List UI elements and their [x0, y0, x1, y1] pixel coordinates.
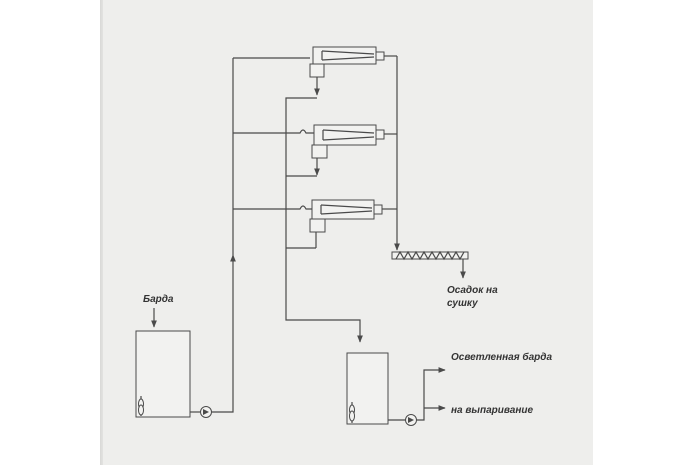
feed-branch-2 — [233, 129, 314, 134]
feed-tank — [135, 330, 191, 418]
sediment-label-line1: Осадок на — [447, 285, 498, 296]
clarified-output-line — [417, 367, 446, 421]
decanter-centrifuge-icon — [309, 199, 383, 233]
stirrer-icon — [349, 402, 355, 423]
centrate-collector — [285, 97, 363, 343]
stirrer-icon — [138, 396, 144, 416]
sediment-label-line2: сушку — [447, 298, 478, 309]
decanter-centrifuge-icon — [311, 124, 385, 159]
feed-label: Барда — [143, 294, 174, 305]
pump-icon — [405, 414, 417, 426]
clarified-tank — [346, 352, 389, 425]
screw-conveyor-icon — [391, 250, 469, 261]
feed-branch-3 — [233, 205, 312, 210]
clarified-label: Осветленная барда — [451, 351, 552, 363]
pump-discharge-line — [212, 254, 236, 413]
evaporation-label: на выпаривание — [451, 405, 533, 416]
pump-icon — [200, 406, 212, 418]
decanter-centrifuge-icon — [309, 46, 385, 78]
